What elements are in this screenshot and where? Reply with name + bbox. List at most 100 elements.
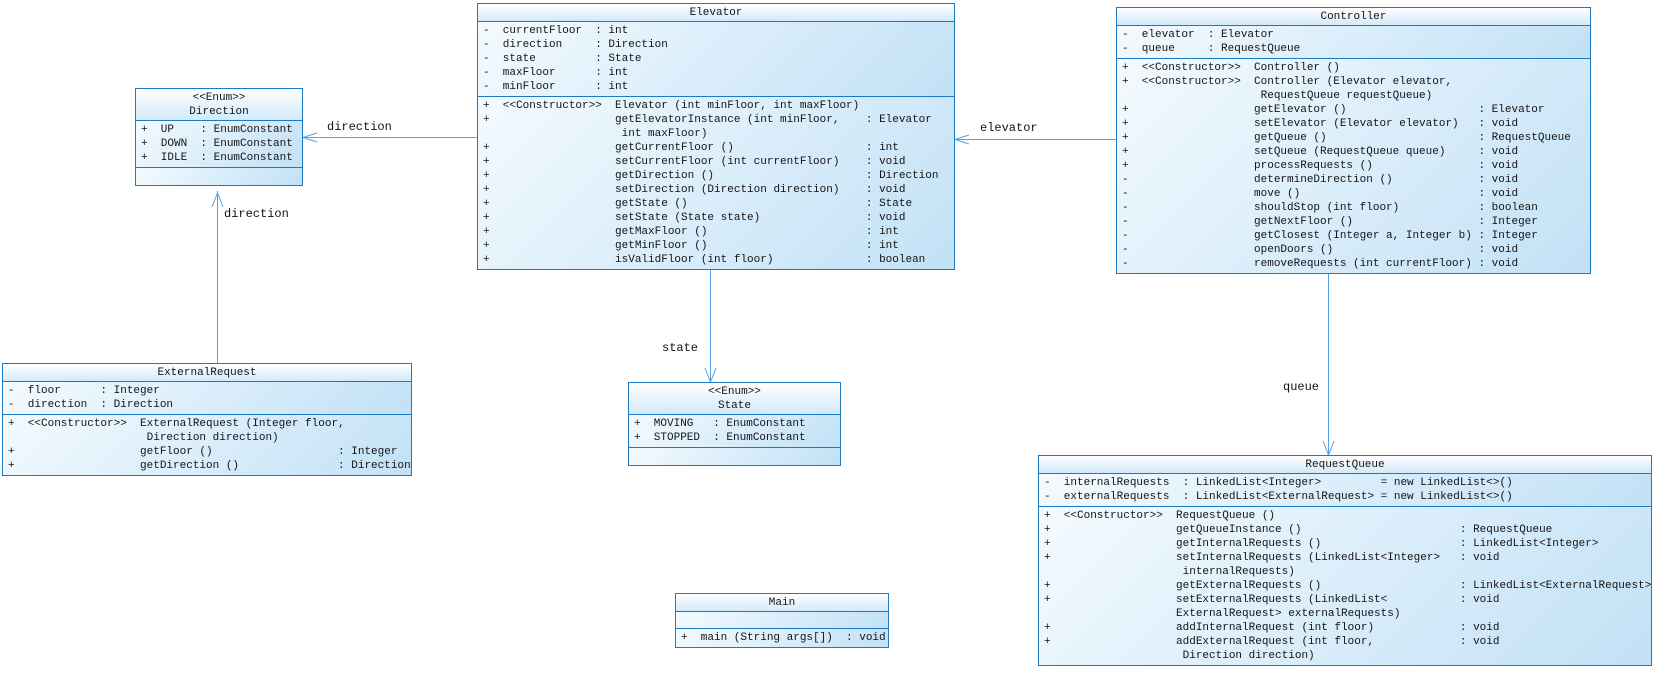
arrowhead-direction-up [211, 191, 224, 208]
class-direction-title: <<Enum>> Direction [136, 89, 302, 121]
method-row: Direction direction) [1044, 650, 1315, 662]
class-state-methods [629, 448, 840, 465]
class-externalrequest-title: ExternalRequest [3, 364, 411, 382]
method-row: + setCurrentFloor (int currentFloor) : v… [483, 156, 906, 168]
class-requestqueue[interactable]: RequestQueue - internalRequests : Linked… [1038, 455, 1652, 666]
class-title-line: ExternalRequest [157, 367, 257, 379]
class-main-methods: + main (String args[]) : void [676, 629, 888, 647]
method-row: + setInternalRequests (LinkedList<Intege… [1044, 552, 1500, 564]
class-externalrequest-attributes: - floor : Integer- direction : Direction [3, 382, 411, 415]
class-title-line: RequestQueue [1305, 459, 1385, 471]
method-row: - removeRequests (int currentFloor) : vo… [1122, 258, 1519, 270]
class-title-line: Controller [1320, 11, 1387, 23]
class-direction[interactable]: <<Enum>> Direction + UP : EnumConstant + D… [135, 88, 303, 186]
method-row: Direction direction) [8, 432, 279, 444]
method-row: + main (String args[]) : void [681, 632, 886, 644]
method-row: - determineDirection () : void [1122, 174, 1519, 186]
edge-label-controller-queue: queue [1283, 380, 1320, 394]
class-state[interactable]: <<Enum>> State + MOVING : EnumConstant + S… [628, 382, 841, 466]
method-row: - getClosest (Integer a, Integer b) : In… [1122, 230, 1538, 242]
method-row: + getQueue () : RequestQueue [1122, 132, 1571, 144]
class-externalrequest[interactable]: ExternalRequest - floor : Integer- direc… [2, 363, 412, 476]
method-row: + getMinFloor () : int [483, 240, 899, 252]
class-elevator-title: Elevator [478, 4, 954, 22]
edge-label-elevator-direction: direction [327, 120, 392, 134]
class-main[interactable]: Main + main (String args[]) : void [675, 593, 889, 648]
attribute-row: - internalRequests : LinkedList<Integer>… [1044, 477, 1513, 489]
arrowhead-direction-left [301, 132, 318, 143]
class-title-line: Direction [189, 106, 249, 118]
class-elevator-attributes: - currentFloor : int - direction : Direct… [478, 22, 954, 97]
class-state-attributes: + MOVING : EnumConstant + STOPPED : EnumC… [629, 415, 840, 448]
attribute-row: - externalRequests : LinkedList<External… [1044, 491, 1513, 503]
class-controller-title: Controller [1117, 8, 1590, 26]
method-row: + setElevator (Elevator elevator) : void [1122, 118, 1519, 130]
attribute-row: - elevator : Elevator [1122, 29, 1274, 41]
method-row: + getElevatorInstance (int minFloor, : E… [483, 114, 932, 126]
method-row: - openDoors () : void [1122, 244, 1519, 256]
edge-label-elevator-state: state [662, 341, 699, 355]
class-title-line: <<Enum>> [192, 92, 246, 104]
method-row: - getNextFloor () : Integer [1122, 216, 1538, 228]
class-externalrequest-methods: + <<Constructor>> ExternalRequest (Integ… [3, 415, 411, 475]
class-direction-methods [136, 168, 302, 185]
arrowhead-elevator-left [953, 134, 970, 145]
method-row: + setExternalRequests (LinkedList< : voi… [1044, 594, 1500, 606]
method-row: + setDirection (Direction direction) : v… [483, 184, 906, 196]
class-main-attributes [676, 612, 888, 629]
attribute-row: - state : State [483, 53, 642, 65]
attribute-row: - minFloor : int [483, 81, 629, 93]
method-row: + isValidFloor (int floor) : boolean [483, 254, 926, 266]
class-title-line: Elevator [689, 7, 743, 19]
method-row: + setState (State state) : void [483, 212, 906, 224]
class-title-line: Main [768, 597, 796, 609]
attribute-row: - direction : Direction [8, 399, 174, 411]
method-row: + <<Constructor>> Controller (Elevator e… [1122, 76, 1453, 88]
attribute-row: + MOVING : EnumConstant [634, 418, 806, 430]
method-row: + <<Constructor>> RequestQueue () [1044, 510, 1276, 522]
attribute-row: - direction : Direction [483, 39, 668, 51]
method-row: + getCurrentFloor () : int [483, 142, 899, 154]
method-row: + setQueue (RequestQueue queue) : void [1122, 146, 1519, 158]
class-main-title: Main [676, 594, 888, 612]
method-row: + getFloor () : Integer [8, 446, 398, 458]
method-row: - move () : void [1122, 188, 1519, 200]
method-row: + addExternalRequest (int floor, : void [1044, 636, 1500, 648]
class-controller[interactable]: Controller - elevator : Elevator- queue … [1116, 7, 1591, 274]
class-direction-attributes: + UP : EnumConstant + DOWN : EnumConstant… [136, 121, 302, 168]
class-requestqueue-title: RequestQueue [1039, 456, 1651, 474]
attribute-row: - currentFloor : int [483, 25, 629, 37]
method-row: + processRequests () : void [1122, 160, 1519, 172]
attribute-row: + DOWN : EnumConstant [141, 138, 293, 150]
class-controller-methods: + <<Constructor>> Controller () + <<Const… [1117, 59, 1590, 273]
method-row: + getElevator () : Elevator [1122, 104, 1545, 116]
method-row: + <<Constructor>> ExternalRequest (Integ… [8, 418, 345, 430]
method-row: + getState () : State [483, 198, 913, 210]
class-state-title: <<Enum>> State [629, 383, 840, 415]
method-row: ExternalRequest> externalRequests) [1044, 608, 1401, 620]
class-elevator-methods: + <<Constructor>> Elevator (int minFloor… [478, 97, 954, 269]
method-row: - shouldStop (int floor) : boolean [1122, 202, 1538, 214]
method-row: + getInternalRequests () : LinkedList<In… [1044, 538, 1599, 550]
class-elevator[interactable]: Elevator - currentFloor : int - direction… [477, 3, 955, 270]
method-row: + addInternalRequest (int floor) : void [1044, 622, 1500, 634]
method-row: + <<Constructor>> Controller () [1122, 62, 1340, 74]
method-row: internalRequests) [1044, 566, 1295, 578]
attribute-row: + IDLE : EnumConstant [141, 152, 293, 164]
attribute-row: + UP : EnumConstant [141, 124, 293, 136]
method-row: int maxFloor) [483, 128, 708, 140]
edge-label-controller-elevator: elevator [980, 121, 1038, 135]
method-row: + getDirection () : Direction [8, 460, 411, 472]
edge-label-externalrequest-direction: direction [224, 207, 289, 221]
method-row: + getMaxFloor () : int [483, 226, 899, 238]
class-title-line: State [717, 400, 751, 412]
class-requestqueue-methods: + <<Constructor>> RequestQueue ()+ getQu… [1039, 507, 1651, 665]
method-row: + getExternalRequests () : LinkedList<Ex… [1044, 580, 1652, 592]
class-requestqueue-attributes: - internalRequests : LinkedList<Integer>… [1039, 474, 1651, 507]
class-controller-attributes: - elevator : Elevator- queue : RequestQu… [1117, 26, 1590, 59]
class-title-line: <<Enum>> [708, 386, 761, 398]
attribute-row: - maxFloor : int [483, 67, 629, 79]
attribute-row: + STOPPED : EnumConstant [634, 432, 806, 444]
